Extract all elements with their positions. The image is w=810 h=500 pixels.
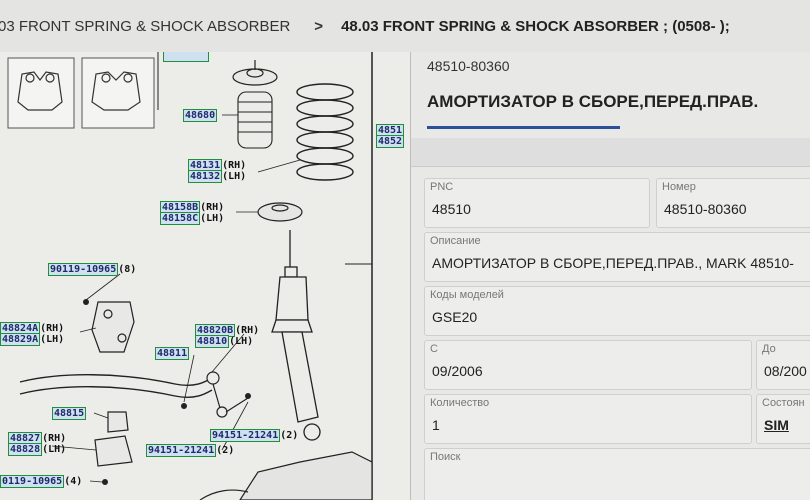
callout-90119-10965[interactable]: 90119-10965: [48, 263, 119, 276]
lh-label: (LH): [229, 336, 254, 347]
title-bar-strip: [411, 138, 810, 167]
pnc-value: 48510: [432, 201, 471, 217]
lh-label: (LH): [200, 213, 225, 224]
quantity-4: (4): [64, 476, 83, 487]
rh-label: (RH): [42, 433, 67, 444]
rh-label: (RH): [222, 160, 247, 171]
callout-48158b[interactable]: 48158B: [160, 201, 201, 214]
callout-48810[interactable]: 48810: [195, 335, 230, 348]
pnc-field[interactable]: PNC 48510: [424, 178, 650, 228]
date-from-value: 09/2006: [432, 363, 483, 379]
description-value: АМОРТИЗАТОР В СБОРЕ,ПЕРЕД.ПРАВ., MARK 48…: [432, 255, 794, 271]
callout-90119-10965-lower[interactable]: 0119-10965: [0, 475, 65, 488]
title-underline: [427, 126, 620, 129]
breadcrumb-item-current: 48.03 FRONT SPRING & SHOCK ABSORBER ; (0…: [341, 17, 730, 35]
quantity-label: Количество: [430, 397, 490, 409]
breadcrumb-separator-icon: >: [314, 17, 324, 35]
model-codes-value: GSE20: [432, 309, 478, 325]
date-from-label: С: [430, 343, 438, 355]
diagram-drawing: [7, 52, 373, 500]
date-to-label: До: [762, 343, 776, 355]
callout-48824a[interactable]: 48824A: [0, 322, 41, 335]
callout-48815[interactable]: 48815: [52, 407, 87, 420]
breadcrumb: 03 FRONT SPRING & SHOCK ABSORBER > 48.03…: [0, 0, 810, 53]
date-from-field[interactable]: С 09/2006: [424, 340, 752, 390]
description-field[interactable]: Описание АМОРТИЗАТОР В СБОРЕ,ПЕРЕД.ПРАВ.…: [424, 232, 810, 282]
callout-48827[interactable]: 48827: [8, 432, 43, 445]
breadcrumb-item-section[interactable]: 03 FRONT SPRING & SHOCK ABSORBER: [0, 17, 291, 35]
rh-label: (RH): [235, 325, 260, 336]
pnc-label: PNC: [430, 181, 454, 193]
callout-top-cut[interactable]: [163, 52, 210, 62]
part-detail-panel: 48510-80360 АМОРТИЗАТОР В СБОРЕ,ПЕРЕД.ПР…: [410, 52, 810, 500]
date-to-field[interactable]: До 08/200: [756, 340, 810, 390]
part-number-header: 48510-80360: [427, 58, 510, 74]
lh-label: (LH): [40, 334, 65, 345]
callout-94151-21241-upper[interactable]: 94151-21241: [210, 429, 281, 442]
nomer-label: Номер: [662, 181, 696, 193]
quantity-value: 1: [432, 417, 440, 433]
description-label: Описание: [430, 235, 481, 247]
date-to-value: 08/200: [764, 363, 807, 379]
lh-label: (LH): [222, 171, 247, 182]
callout-48158c[interactable]: 48158C: [160, 212, 201, 225]
quantity-8: (8): [118, 264, 137, 275]
rh-label: (RH): [200, 202, 225, 213]
rh-label: (RH): [40, 323, 65, 334]
status-field[interactable]: Состоян SIM: [756, 394, 810, 444]
thumbnail-right[interactable]: [81, 57, 155, 129]
callout-48820b[interactable]: 48820B: [195, 324, 236, 337]
search-field[interactable]: Поиск: [424, 448, 810, 500]
lh-label: (LH): [42, 444, 67, 455]
status-link[interactable]: SIM: [764, 417, 789, 433]
nomer-value: 48510-80360: [664, 201, 747, 217]
quantity-2: (2): [216, 445, 235, 456]
callout-48132[interactable]: 48132: [188, 170, 223, 183]
part-title: АМОРТИЗАТОР В СБОРЕ,ПЕРЕД.ПРАВ.: [427, 92, 759, 111]
callout-48520[interactable]: 4852: [376, 135, 405, 148]
model-codes-field[interactable]: Коды моделей GSE20: [424, 286, 810, 336]
parts-diagram: 48680 48131(RH) 48132(LH) 48158B(RH) 481…: [0, 52, 410, 500]
search-label: Поиск: [430, 451, 461, 463]
quantity-field[interactable]: Количество 1: [424, 394, 752, 444]
callout-48829a[interactable]: 48829A: [0, 333, 41, 346]
quantity-2: (2): [280, 430, 299, 441]
callout-48510-selected[interactable]: 4851: [376, 124, 405, 137]
status-label: Состоян: [762, 397, 805, 409]
nomer-field[interactable]: Номер 48510-80360: [656, 178, 810, 228]
callout-48828[interactable]: 48828: [8, 443, 43, 456]
thumbnail-left[interactable]: [7, 57, 75, 129]
callout-94151-21241-lower[interactable]: 94151-21241: [146, 444, 217, 457]
callout-48811[interactable]: 48811: [155, 347, 190, 360]
callout-48680[interactable]: 48680: [183, 109, 218, 122]
callout-48131[interactable]: 48131: [188, 159, 223, 172]
model-codes-label: Коды моделей: [430, 289, 504, 301]
